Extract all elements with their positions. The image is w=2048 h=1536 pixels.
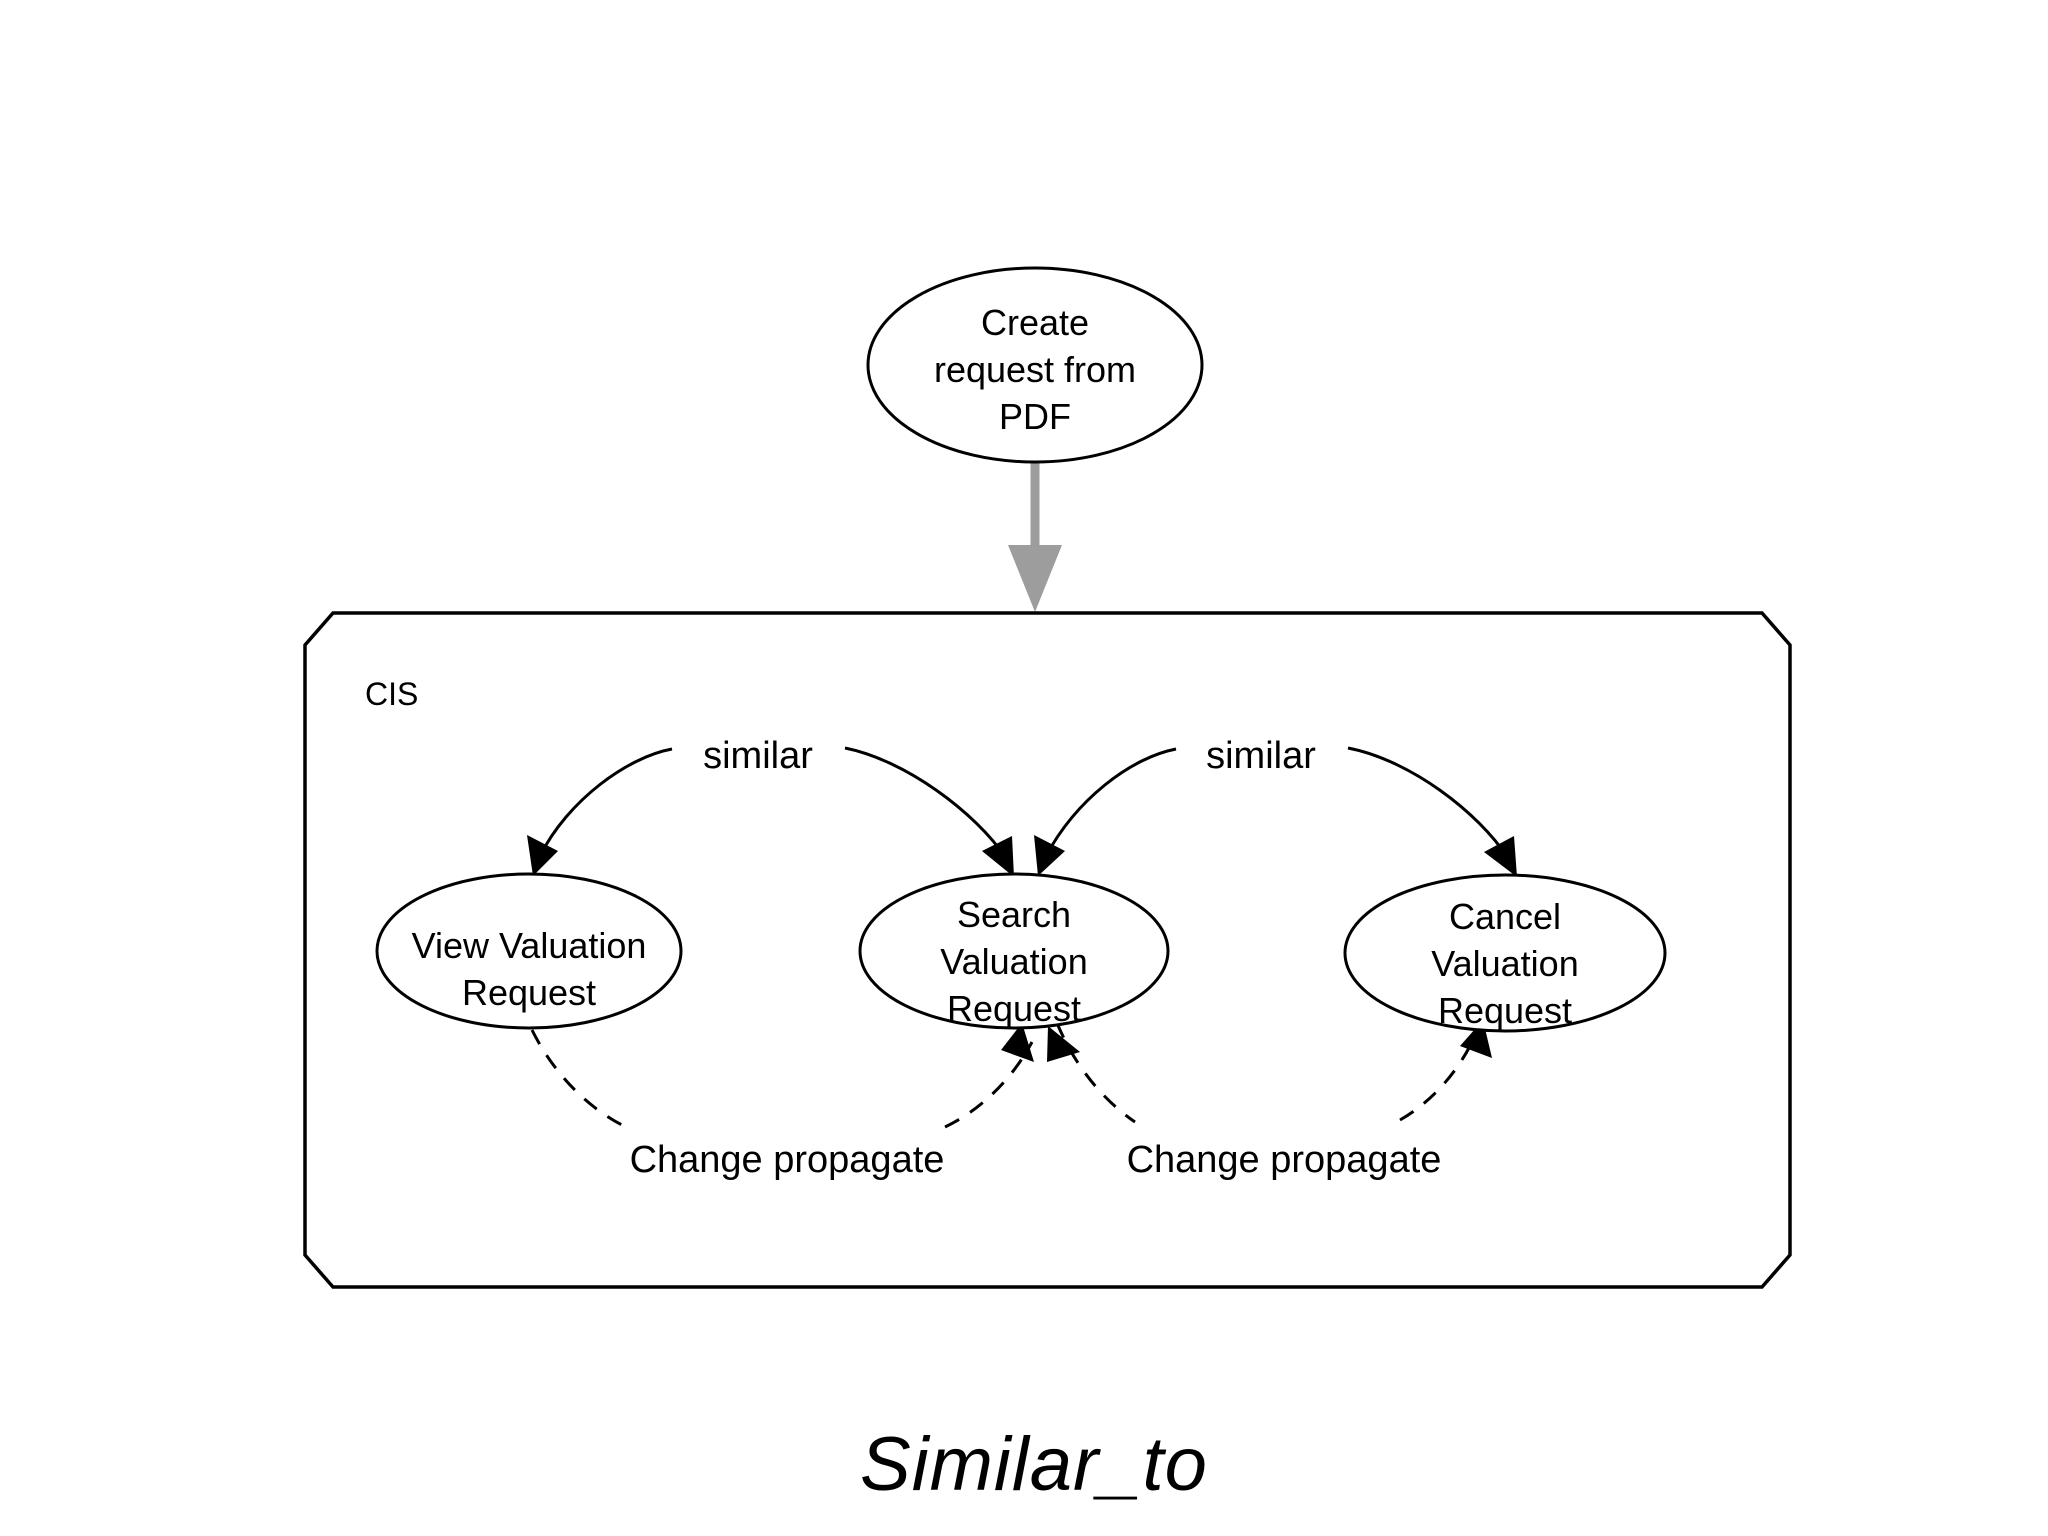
node-cancel-valuation-request[interactable]: Cancel Valuation Request [1343,873,1667,1033]
node-label-line-2: Valuation [1431,943,1578,984]
arrowhead-icon [527,835,558,876]
edge-label-similar-2: similar [1206,735,1316,777]
node-view-valuation-request[interactable]: View Valuation Request [375,872,683,1030]
cis-container-boundary [303,611,1792,1289]
edge-similar-search-cancel: similar [1034,735,1517,877]
edge-change-propagate-search-cancel: Change propagate [1047,1020,1492,1181]
cis-container-label: CIS [365,676,418,712]
node-label-line-1: Cancel [1449,896,1561,937]
node-create-request-from-pdf[interactable]: Create request from PDF [866,266,1204,464]
node-label-line-2: request from [934,349,1136,390]
node-label-line-1: View Valuation [412,925,647,966]
node-label-line-3: Request [1438,990,1572,1031]
node-label-line-1: Create [981,302,1089,343]
edge-flow-create-to-cis [1008,462,1062,612]
arrowhead-icon [1001,1023,1034,1062]
arrowhead-down-icon [1008,545,1062,612]
node-search-valuation-request[interactable]: Search Valuation Request [858,872,1170,1030]
node-label-line-2: Valuation [940,941,1087,982]
edge-label-change-propagate-1: Change propagate [630,1139,945,1181]
node-label-line-2: Request [462,972,596,1013]
node-label-line-1: Search [957,894,1071,935]
ellipse-shape [866,266,1204,464]
arrowhead-icon [982,836,1014,877]
edge-label-similar-1: similar [703,735,813,777]
arrowhead-icon [1034,835,1065,876]
figure-caption: Similar_to [860,1422,1208,1507]
arrowhead-icon [1047,1026,1080,1062]
node-label-line-3: PDF [999,396,1071,437]
edge-change-propagate-view-search: Change propagate [530,1023,1034,1181]
edge-label-change-propagate-2: Change propagate [1127,1139,1442,1181]
node-label-line-3: Request [947,988,1081,1029]
ellipse-shape [375,872,683,1030]
edge-similar-view-search: similar [527,735,1014,877]
arrowhead-icon [1484,836,1517,877]
ellipse-shape [858,872,1170,1030]
ellipse-shape [1343,873,1667,1033]
